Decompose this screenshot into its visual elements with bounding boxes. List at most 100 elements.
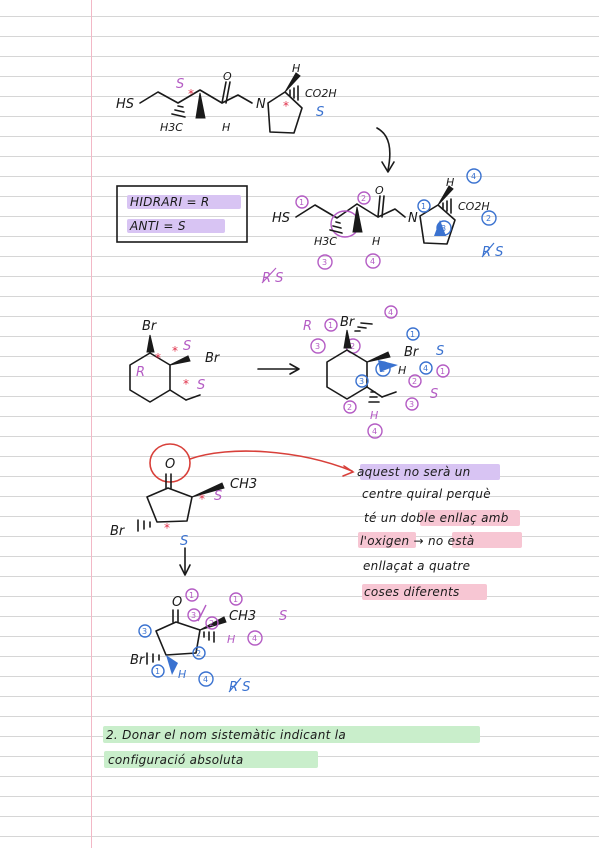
svg-text:3: 3 — [315, 342, 320, 351]
mol1-co2h: CO2H — [305, 87, 337, 100]
mol3-br: Br — [110, 524, 126, 539]
mol2-s-label-2: S — [197, 378, 205, 393]
mol1-h: H — [222, 121, 230, 134]
svg-text:1: 1 — [155, 667, 160, 676]
arrow-down-2 — [179, 547, 191, 576]
note-line-5: enllaçat a quatre — [363, 559, 470, 573]
svg-text:1: 1 — [299, 198, 304, 207]
svg-text:2: 2 — [347, 403, 352, 412]
stereocenter-star: * — [164, 521, 170, 535]
svg-text:4: 4 — [423, 364, 428, 373]
svg-text:2: 2 — [361, 194, 366, 203]
mol2b-s-label-2: S — [430, 387, 438, 402]
svg-text:4: 4 — [203, 675, 208, 684]
svg-text:1: 1 — [421, 202, 426, 211]
mol1-h3c: H3C — [160, 121, 183, 134]
note-line-1: aquest no serà un — [357, 465, 471, 479]
mol1b-n: N — [408, 211, 418, 226]
molecule-1: HS O S * H3C H N * H CO2H S — [116, 62, 337, 134]
stereocenter-star: * — [283, 99, 289, 113]
molecule-3-annotated: O 1 1 3 CH3 S 2 H 4 3 2 Br 1 H 4 R S — [130, 588, 287, 695]
svg-text:2: 2 — [486, 214, 491, 223]
svg-text:3: 3 — [191, 611, 196, 620]
svg-text:4: 4 — [388, 308, 393, 317]
note-line-6: coses diferents — [364, 585, 460, 599]
mol2b-br-2: Br — [404, 345, 420, 360]
mol3b-h: H — [227, 633, 235, 646]
mol3-s-label-1: S — [214, 489, 222, 504]
svg-text:4: 4 — [372, 427, 377, 436]
exercise-line-2: configuració absoluta — [108, 753, 244, 767]
mol1-n: N — [256, 97, 266, 112]
mol3b-ch3: CH3 — [229, 609, 256, 624]
stereocenter-star: * — [172, 344, 178, 358]
stereocenter-star: * — [183, 377, 189, 391]
mol3b-o: O — [172, 595, 182, 610]
svg-text:1: 1 — [410, 330, 415, 339]
mol3b-rs: R S — [229, 680, 250, 695]
mol1-hs: HS — [116, 97, 134, 112]
mol1b-rs-left: R S — [262, 271, 283, 286]
mol2b-h: H — [398, 364, 406, 377]
mol3b-s-label: S — [279, 609, 287, 624]
arrow-down-1 — [376, 127, 395, 173]
mol2b-r-label: R — [303, 319, 312, 334]
svg-text:1: 1 — [233, 595, 238, 604]
svg-text:2: 2 — [412, 377, 417, 386]
svg-text:1: 1 — [328, 321, 333, 330]
mol3b-br: Br — [130, 653, 146, 668]
mol1b-h3c: H3C — [314, 235, 337, 248]
mol1-h-top: H — [292, 62, 300, 75]
exercise-2: 2. Donar el nom sistemàtic indicant la c… — [103, 726, 480, 768]
svg-text:1: 1 — [189, 591, 194, 600]
mol3b-h-2: H — [178, 668, 186, 681]
hashed-bond — [171, 105, 186, 118]
note-line-2: centre quiral perquè — [362, 487, 491, 501]
svg-text:4: 4 — [471, 172, 476, 181]
mol2-br-1: Br — [142, 319, 158, 334]
mol1b-h-top: H — [446, 176, 454, 189]
rule-box: HIDRARI = R ANTI = S — [116, 185, 248, 243]
wedge-bond — [195, 92, 206, 119]
hashed-bond — [289, 85, 299, 101]
mol1b-rs-right: R S — [482, 245, 503, 260]
svg-text:2: 2 — [209, 619, 214, 628]
note-line-4: l'oxigen → no està — [360, 534, 475, 548]
mol2b-br-1: Br — [340, 315, 356, 330]
mol1-s-label-2: S — [316, 105, 324, 120]
svg-text:3: 3 — [322, 258, 327, 267]
mol1-o: O — [223, 70, 232, 83]
note-line-3: té un doble enllaç amb — [364, 511, 509, 525]
mol2b-s-label: S — [436, 344, 444, 359]
svg-text:3: 3 — [142, 627, 147, 636]
mol1b-hs: HS — [272, 211, 290, 226]
svg-text:2: 2 — [196, 649, 201, 658]
mol2-r-label: R — [136, 365, 145, 380]
molecule-2-annotated: R Br 1 4 3 2 1 Br S 2 H 4 1 2 3 S 3 2 — [303, 305, 450, 439]
explanation-note: aquest no serà un centre quiral perquè t… — [357, 464, 522, 600]
svg-text:3: 3 — [359, 377, 364, 386]
red-arrow — [189, 450, 353, 472]
stereocenter-star: * — [199, 492, 205, 506]
stereocenter-star: * — [188, 87, 194, 101]
box-line-2: ANTI = S — [129, 219, 186, 233]
mol3-ch3: CH3 — [230, 477, 257, 492]
svg-text:1: 1 — [440, 367, 445, 376]
mol3-o: O — [165, 457, 175, 472]
stereocenter-star: * — [155, 351, 161, 365]
molecule-1-annotated: HS O 1 2 H3C H 3 4 N 1 3 H 4 CO2H 2 R — [261, 168, 503, 286]
mol1b-h: H — [372, 235, 380, 248]
mol1-s-label-1: S — [176, 77, 184, 92]
exercise-line-1: 2. Donar el nom sistemàtic indicant la — [106, 728, 346, 742]
svg-text:2: 2 — [350, 342, 355, 351]
svg-text:4: 4 — [252, 634, 257, 643]
mol2-br-2: Br — [205, 351, 221, 366]
svg-text:3: 3 — [409, 400, 414, 409]
mol2-s-label-1: S — [183, 339, 191, 354]
arrow-right — [257, 363, 300, 375]
margin-line — [91, 0, 92, 848]
molecule-3: O CH3 * S Br * S — [110, 443, 355, 549]
svg-text:4: 4 — [370, 257, 375, 266]
